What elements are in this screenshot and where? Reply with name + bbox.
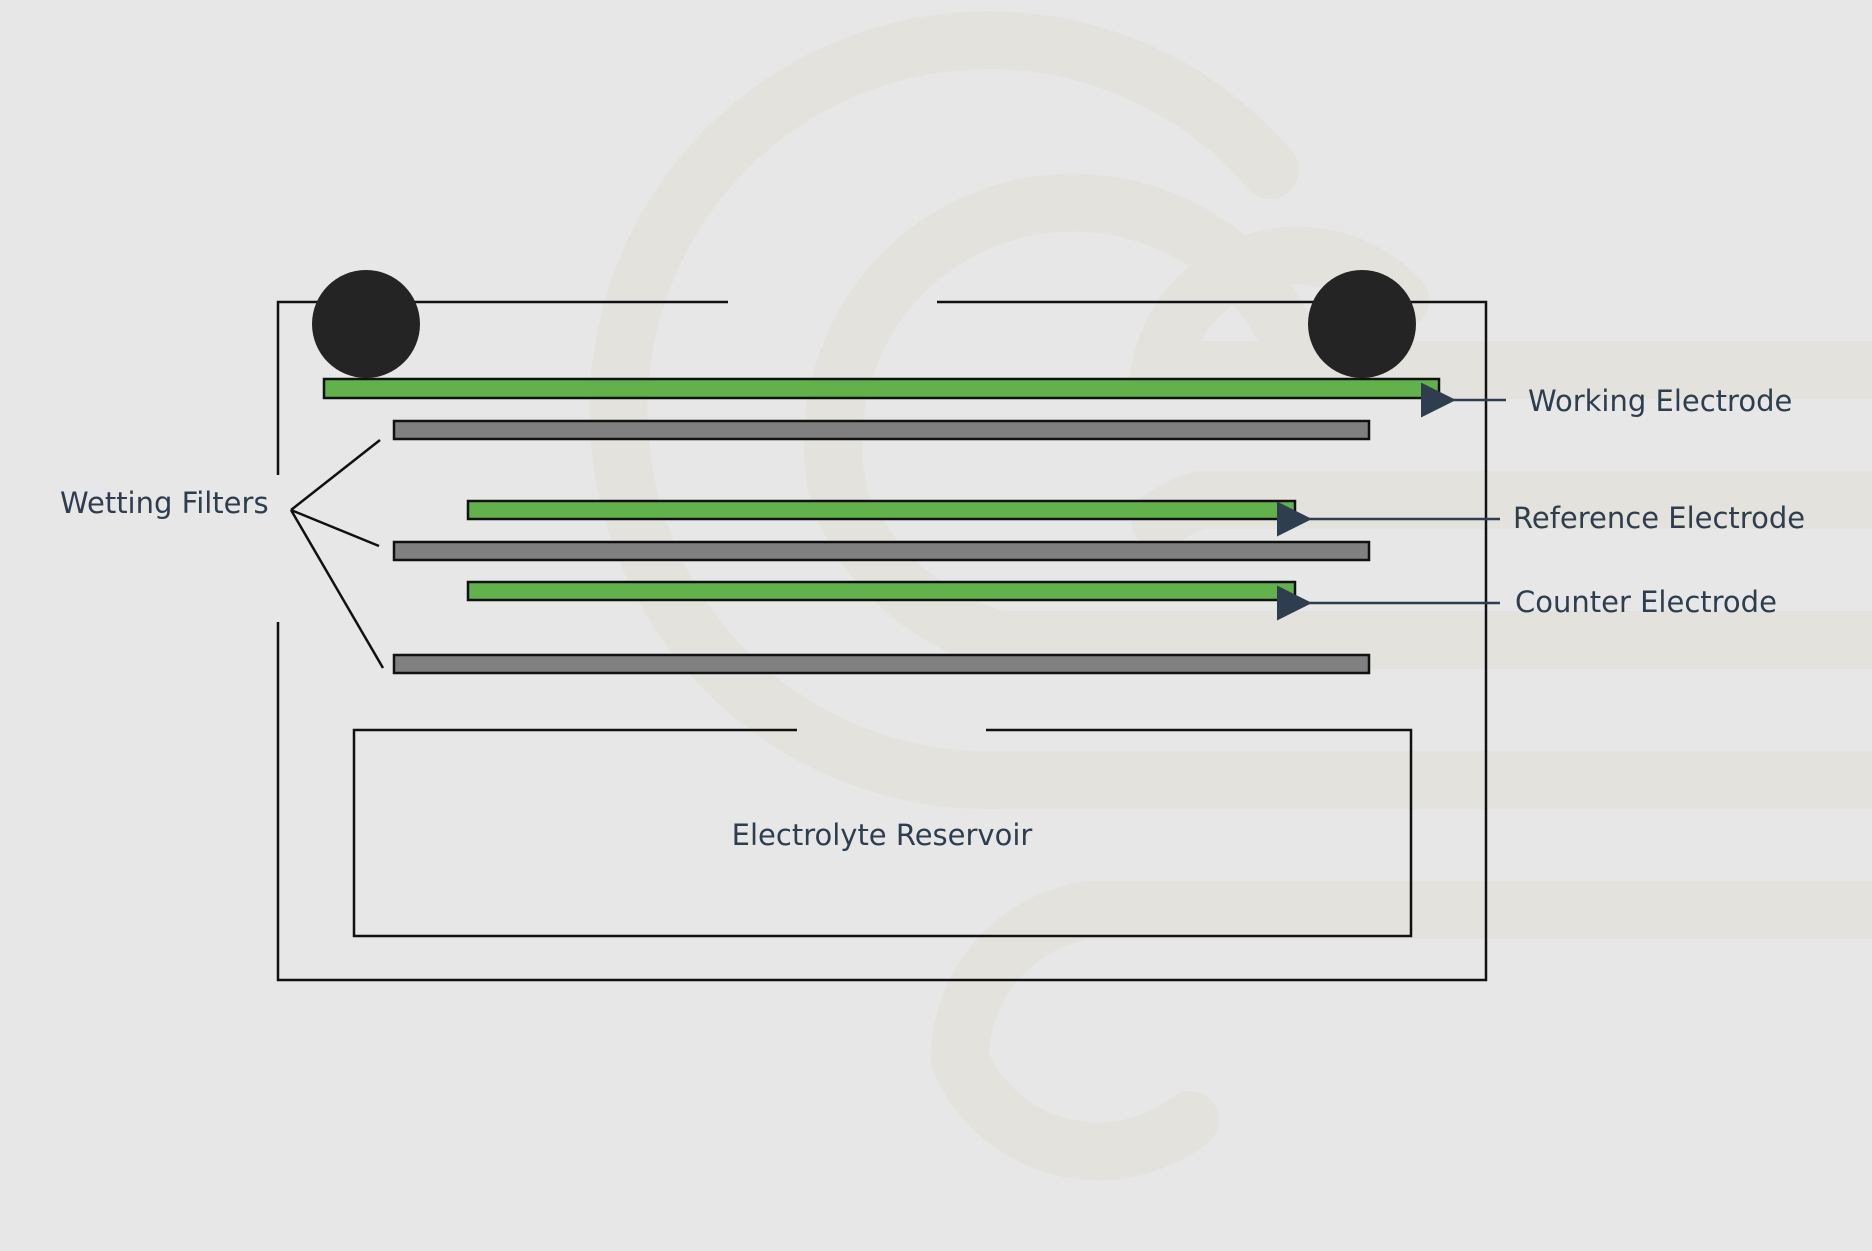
reference-electrode-bar xyxy=(466,499,1297,521)
counter-electrode-label: Counter Electrode xyxy=(1515,585,1777,619)
outer-housing xyxy=(276,300,1488,982)
working-electrode-bar xyxy=(322,377,1441,400)
electrolyte-reservoir xyxy=(352,728,1413,938)
electrolyte-reservoir-label: Electrolyte Reservoir xyxy=(732,818,1033,852)
wetting-filters-label: Wetting Filters xyxy=(60,486,269,520)
wetting-filter-bar xyxy=(392,653,1371,675)
contact-terminal-icon xyxy=(1308,270,1416,378)
reference-electrode-label: Reference Electrode xyxy=(1513,501,1805,535)
counter-electrode-bar xyxy=(466,580,1297,602)
wetting-filter-bar xyxy=(392,540,1371,562)
wetting-filters-leaders xyxy=(289,439,385,669)
contact-terminal-icon xyxy=(312,270,420,378)
wetting-filter-bar xyxy=(392,419,1371,441)
working-electrode-label: Working Electrode xyxy=(1528,384,1792,418)
